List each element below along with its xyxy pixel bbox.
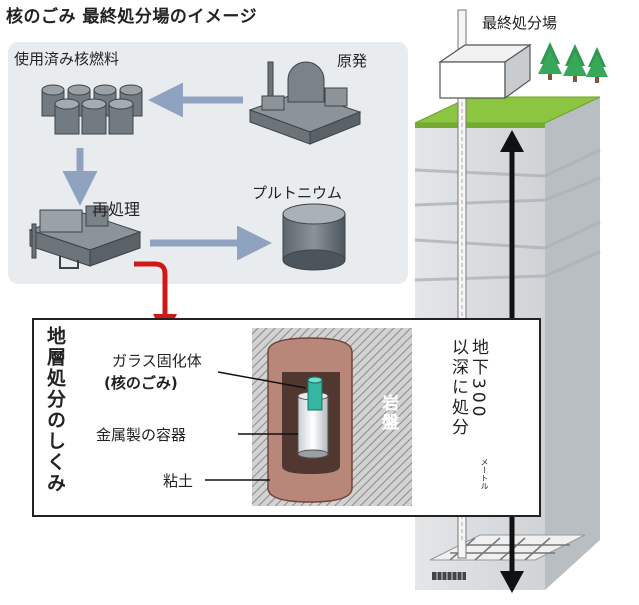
nuclear-plant-icon (248, 61, 362, 145)
label-metal-container: 金属製の容器 (96, 426, 187, 444)
label-nuclear-waste: (核のごみ) (104, 374, 178, 392)
label-clay: 粘土 (163, 472, 194, 490)
page-title: 核のごみ 最終処分場のイメージ (6, 7, 258, 27)
label-depth-unit: メートル (480, 458, 489, 490)
plutonium-tank-icon (282, 203, 346, 271)
flow-arrows (62, 82, 272, 261)
label-nuclear-plant: 原発 (337, 52, 368, 70)
label-final-disposal-site: 最終処分場 (482, 14, 558, 32)
label-reprocessing: 再処理 (92, 200, 141, 219)
trees-icon (538, 42, 608, 83)
label-plutonium: プルトニウム (252, 184, 343, 202)
label-glass-vitrified: ガラス固化体 (112, 352, 202, 370)
label-bedrock: 岩盤 (378, 394, 398, 432)
disposal-section-title: 地層処分のしくみ (44, 326, 66, 494)
spent-fuel-tanks-icon (41, 84, 143, 135)
leader-glass (217, 371, 307, 389)
glass-canister (307, 376, 323, 411)
reprocessing-plant-icon (28, 205, 142, 269)
grate-icon (432, 572, 466, 580)
label-spent-fuel: 使用済み核燃料 (14, 50, 120, 68)
label-depth-line1: 地下300 (468, 338, 488, 420)
label-depth-line2: 以深に処分 (448, 338, 468, 438)
facility-building-icon (438, 43, 532, 100)
